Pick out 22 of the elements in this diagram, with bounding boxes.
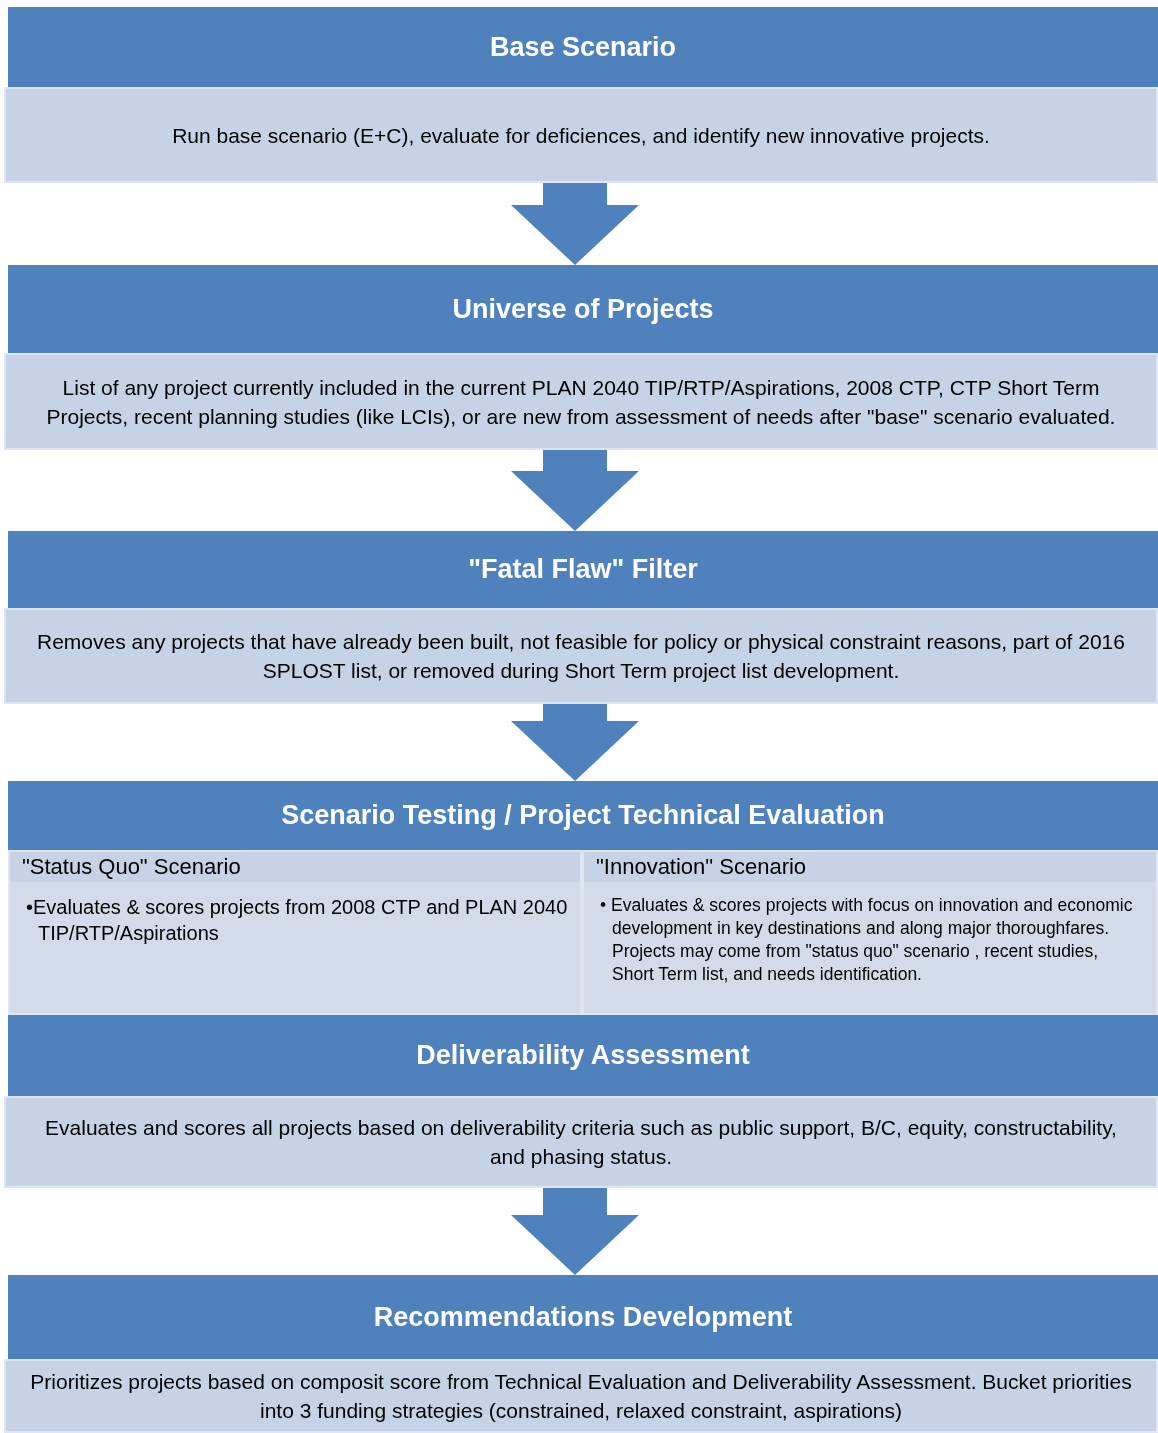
section-description: Removes any projects that have already been built, not feasible for policy or physical constraint reasons, part of 2016 SPLOST list, or removed during Short Term project list development. <box>36 629 1126 684</box>
scenario-panel <box>582 850 1158 1015</box>
scenario-panel <box>8 850 582 1015</box>
section-description: Evaluates and scores all projects based on deliverability criteria such as public support, B/C, equity, constructability, and phasing status. <box>44 1115 1118 1170</box>
panel-heading: "Status Quo" Scenario <box>10 852 580 882</box>
section-heading: Scenario Testing / Project Technical Evaluation <box>281 799 885 833</box>
section-heading: "Fatal Flaw" Filter <box>468 553 698 587</box>
bullet-text: • Evaluates & scores projects with focus on innovation and economic development in key destinations and along major thoroughfares. Projects may come from "status quo" scenario , recent studies, Short Term list, and needs identification. <box>599 894 1134 986</box>
section-heading: Universe of Projects <box>452 292 714 326</box>
section-description: Run base scenario (E+C), evaluate for deficiences, and identify new innovative projects. <box>172 122 990 149</box>
section-description: List of any project currently included in the current PLAN 2040 TIP/RTP/Aspirations, 2008 CTP, CTP Short Term Projects, recent planning studies (like LCIs), or are new from assessment of needs after "base" scenario evaluated. <box>45 374 1117 430</box>
section-heading: Deliverability Assessment <box>416 1039 750 1073</box>
bullet-text: •Evaluates & scores projects from 2008 CTP and PLAN 2040 TIP/RTP/Aspirations <box>25 895 569 946</box>
down-arrow <box>511 450 639 531</box>
section-description: Prioritizes projects based on composit score from Technical Evaluation and Deliverability Assessment. Bucket priorities into 3 funding strategies (constrained, relaxed constraint, aspirations) <box>30 1369 1132 1424</box>
down-arrow <box>511 704 639 781</box>
down-arrow <box>511 183 639 265</box>
section-heading: Recommendations Development <box>373 1300 793 1334</box>
down-arrow <box>511 1188 639 1275</box>
panel-heading: "Innovation" Scenario <box>584 852 1156 882</box>
section-heading: Base Scenario <box>489 30 677 64</box>
process-section <box>8 781 1158 1015</box>
